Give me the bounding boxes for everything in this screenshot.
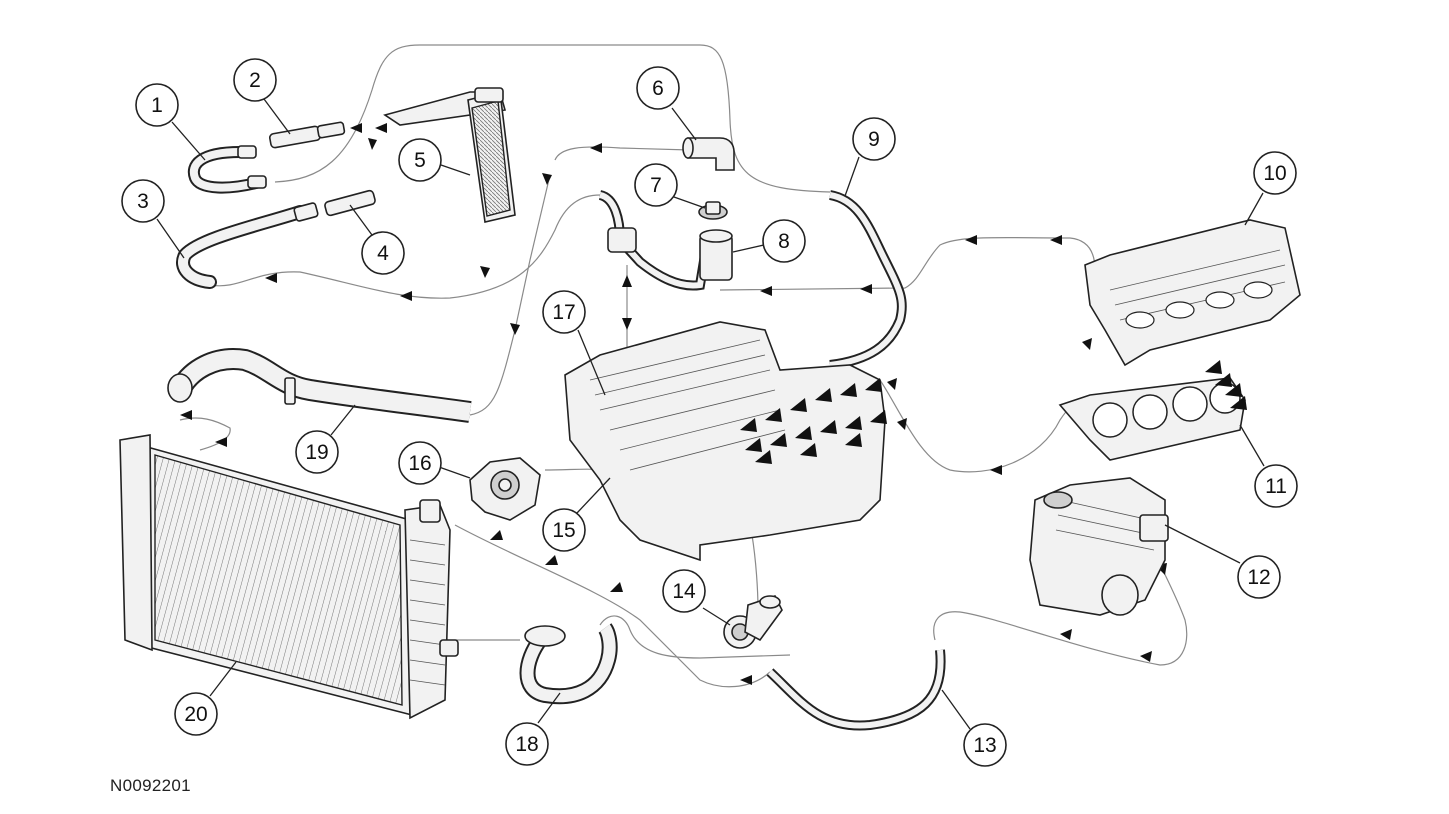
part-water-outlet (723, 595, 783, 649)
part-thermostat (698, 201, 728, 220)
leader-lines (156, 98, 1265, 730)
figure-id: N0092201 (110, 776, 191, 795)
callout-label-17: 17 (552, 301, 575, 324)
part-thermostat-housing-elbow (682, 137, 735, 171)
callout-19: 19 (295, 430, 339, 474)
callout-1: 1 (135, 83, 179, 127)
callout-label-12: 12 (1247, 566, 1270, 589)
callout-label-8: 8 (778, 230, 790, 253)
callout-2: 2 (233, 58, 277, 102)
callout-7: 7 (634, 163, 678, 207)
callout-label-3: 3 (137, 190, 149, 213)
callout-9: 9 (852, 117, 896, 161)
part-heater-hose-connector-upper (268, 121, 346, 149)
callout-16: 16 (398, 441, 442, 485)
callout-13: 13 (963, 723, 1007, 767)
callout-label-14: 14 (672, 580, 696, 603)
part-water-pump (469, 457, 541, 521)
callout-label-10: 10 (1263, 162, 1286, 185)
part-head-gasket (1058, 360, 1247, 461)
callout-3: 3 (121, 179, 165, 223)
callout-label-5: 5 (414, 149, 426, 172)
callout-11: 11 (1254, 464, 1298, 508)
callout-10: 10 (1253, 151, 1297, 195)
callout-label-20: 20 (184, 703, 207, 726)
part-radiator (119, 434, 459, 720)
callout-14: 14 (662, 569, 706, 613)
part-lower-radiator-hose (519, 623, 618, 705)
part-heater-hose-connector-lower (324, 189, 376, 217)
callout-17: 17 (542, 290, 586, 334)
part-coolant-tube (828, 190, 907, 370)
part-engine-block (564, 321, 887, 562)
callout-20: 20 (174, 692, 218, 736)
part-bypass-hose (187, 145, 267, 194)
callout-12: 12 (1237, 555, 1281, 599)
part-upper-radiator-hose (167, 348, 472, 423)
callout-label-2: 2 (249, 69, 261, 92)
callout-label-4: 4 (377, 242, 389, 265)
callout-label-1: 1 (151, 94, 163, 117)
callout-label-16: 16 (408, 452, 431, 475)
callout-18: 18 (505, 722, 549, 766)
callout-label-15: 15 (552, 519, 575, 542)
callout-8: 8 (762, 219, 806, 263)
callout-4: 4 (361, 231, 405, 275)
part-heater-hose-lower (176, 202, 319, 289)
callout-label-18: 18 (515, 733, 538, 756)
part-lower-radiator-tube (766, 649, 946, 731)
part-degas-bottle (1029, 477, 1169, 616)
callout-label-11: 11 (1265, 475, 1287, 498)
callout-label-19: 19 (305, 441, 328, 464)
part-cylinder-head (1084, 219, 1301, 367)
callout-5: 5 (398, 138, 442, 182)
callout-label-13: 13 (973, 734, 996, 757)
callout-6: 6 (636, 66, 680, 110)
callout-label-7: 7 (650, 174, 662, 197)
callout-label-6: 6 (652, 77, 664, 100)
part-heater-core (383, 87, 516, 223)
part-thermostat-housing (598, 190, 733, 291)
callout-15: 15 (542, 508, 586, 552)
callout-label-9: 9 (868, 128, 880, 151)
